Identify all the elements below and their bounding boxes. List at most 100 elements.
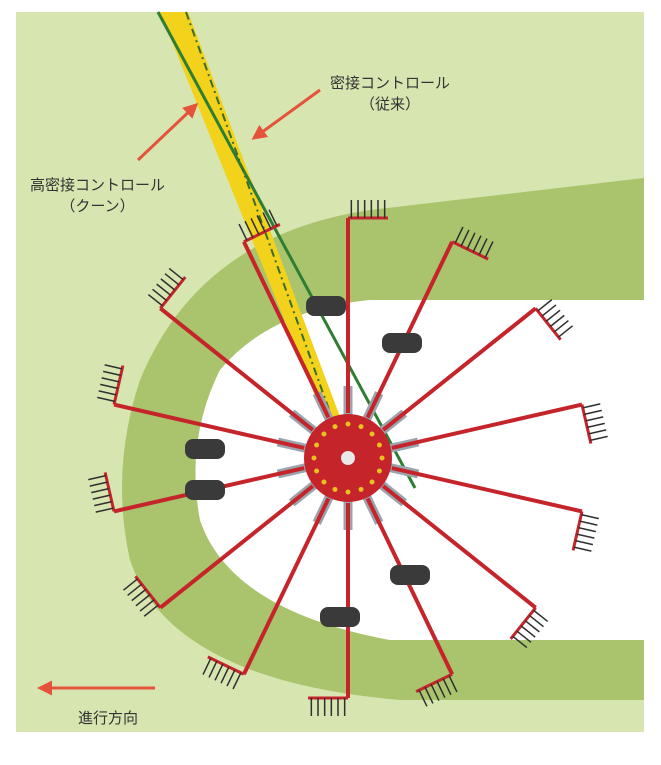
tine	[147, 293, 163, 307]
hub-bolt	[314, 442, 320, 448]
tine	[262, 212, 272, 230]
tine	[208, 660, 218, 678]
raked-swath	[122, 178, 644, 700]
tine-bar	[580, 404, 593, 444]
tine	[101, 377, 120, 383]
tine	[520, 625, 536, 638]
tine-bar	[207, 655, 245, 676]
hub-bolt	[321, 431, 327, 437]
tine	[92, 494, 111, 500]
tine	[102, 370, 121, 377]
tine-bar	[243, 223, 281, 244]
tine	[418, 689, 428, 707]
tine	[478, 238, 488, 256]
rotor-arm	[159, 306, 315, 432]
tine	[541, 304, 557, 317]
rotor-arm	[391, 402, 583, 450]
tire	[390, 565, 430, 585]
hub-bolt	[314, 468, 320, 474]
label-high-line1: 高密接コントロール	[30, 176, 166, 194]
label-conventional-line2: （従来）	[360, 95, 421, 113]
tine	[131, 588, 147, 602]
tine	[528, 614, 544, 628]
tine	[98, 390, 117, 396]
tine	[558, 325, 574, 338]
tine	[238, 223, 248, 241]
tire	[185, 480, 225, 500]
tine	[588, 429, 607, 435]
rotor-arm	[242, 497, 331, 676]
tine-bar	[571, 511, 584, 551]
tine	[585, 416, 604, 422]
tine	[214, 663, 224, 681]
tine	[160, 278, 176, 291]
tine	[95, 507, 114, 513]
tine	[533, 609, 549, 623]
rotor-arm	[381, 306, 537, 432]
tine	[135, 594, 151, 607]
rotor-arm	[365, 240, 454, 419]
tine	[587, 422, 605, 429]
conventional-line	[185, 11, 351, 469]
tine	[524, 620, 540, 633]
tine	[579, 520, 598, 526]
tine	[512, 635, 528, 649]
cleared-area	[195, 300, 644, 640]
arrow-icon	[251, 88, 321, 140]
tire	[320, 607, 360, 627]
label-direction-text: 進行方向	[78, 709, 139, 727]
tire	[185, 439, 225, 459]
hub-bolt	[369, 431, 375, 437]
rotor-arm	[242, 240, 331, 419]
tine	[268, 209, 278, 227]
hub-bolt	[332, 486, 338, 492]
tine	[442, 678, 452, 696]
label-travel-direction: 進行方向	[78, 708, 138, 729]
tine	[94, 500, 112, 507]
hub-bolt	[358, 486, 364, 492]
tine	[202, 657, 212, 675]
tine-bar	[509, 606, 537, 640]
rotor-arm	[113, 402, 305, 450]
tine	[156, 283, 172, 296]
hub-bolt	[311, 455, 317, 461]
hub-bolt	[369, 479, 375, 485]
hub-bolt	[345, 421, 351, 427]
tine	[584, 409, 602, 416]
tine	[122, 578, 138, 591]
tine	[537, 299, 553, 312]
arrow-icon	[136, 102, 199, 162]
tine	[549, 314, 565, 328]
tine	[575, 539, 594, 546]
tire	[306, 296, 346, 316]
tine	[553, 320, 569, 333]
label-high-density-control: 高密接コントロール （クーン）	[30, 175, 165, 217]
tine	[430, 684, 440, 701]
hub-bolt	[345, 489, 351, 495]
label-conventional-control: 密接コントロール （従来）	[330, 73, 450, 115]
tine	[226, 669, 236, 687]
hub-bolt	[379, 455, 385, 461]
tine-bar	[534, 307, 562, 341]
tine	[256, 215, 266, 232]
tine	[104, 364, 123, 370]
tine	[152, 288, 168, 302]
tine	[581, 513, 599, 520]
tine	[244, 220, 254, 238]
tine-bar	[451, 240, 489, 261]
tine	[578, 526, 596, 533]
rotor-arm	[381, 484, 537, 610]
tine	[250, 217, 260, 235]
hub-bolt	[321, 479, 327, 485]
tine	[582, 403, 601, 409]
tine-bar	[134, 575, 162, 609]
tine	[232, 672, 242, 690]
tine	[589, 435, 608, 442]
tine	[516, 630, 532, 643]
tine	[143, 604, 159, 617]
hub-bolt	[376, 468, 382, 474]
label-high-line2: （クーン）	[60, 197, 135, 215]
tine	[545, 309, 561, 322]
tine	[576, 533, 595, 539]
